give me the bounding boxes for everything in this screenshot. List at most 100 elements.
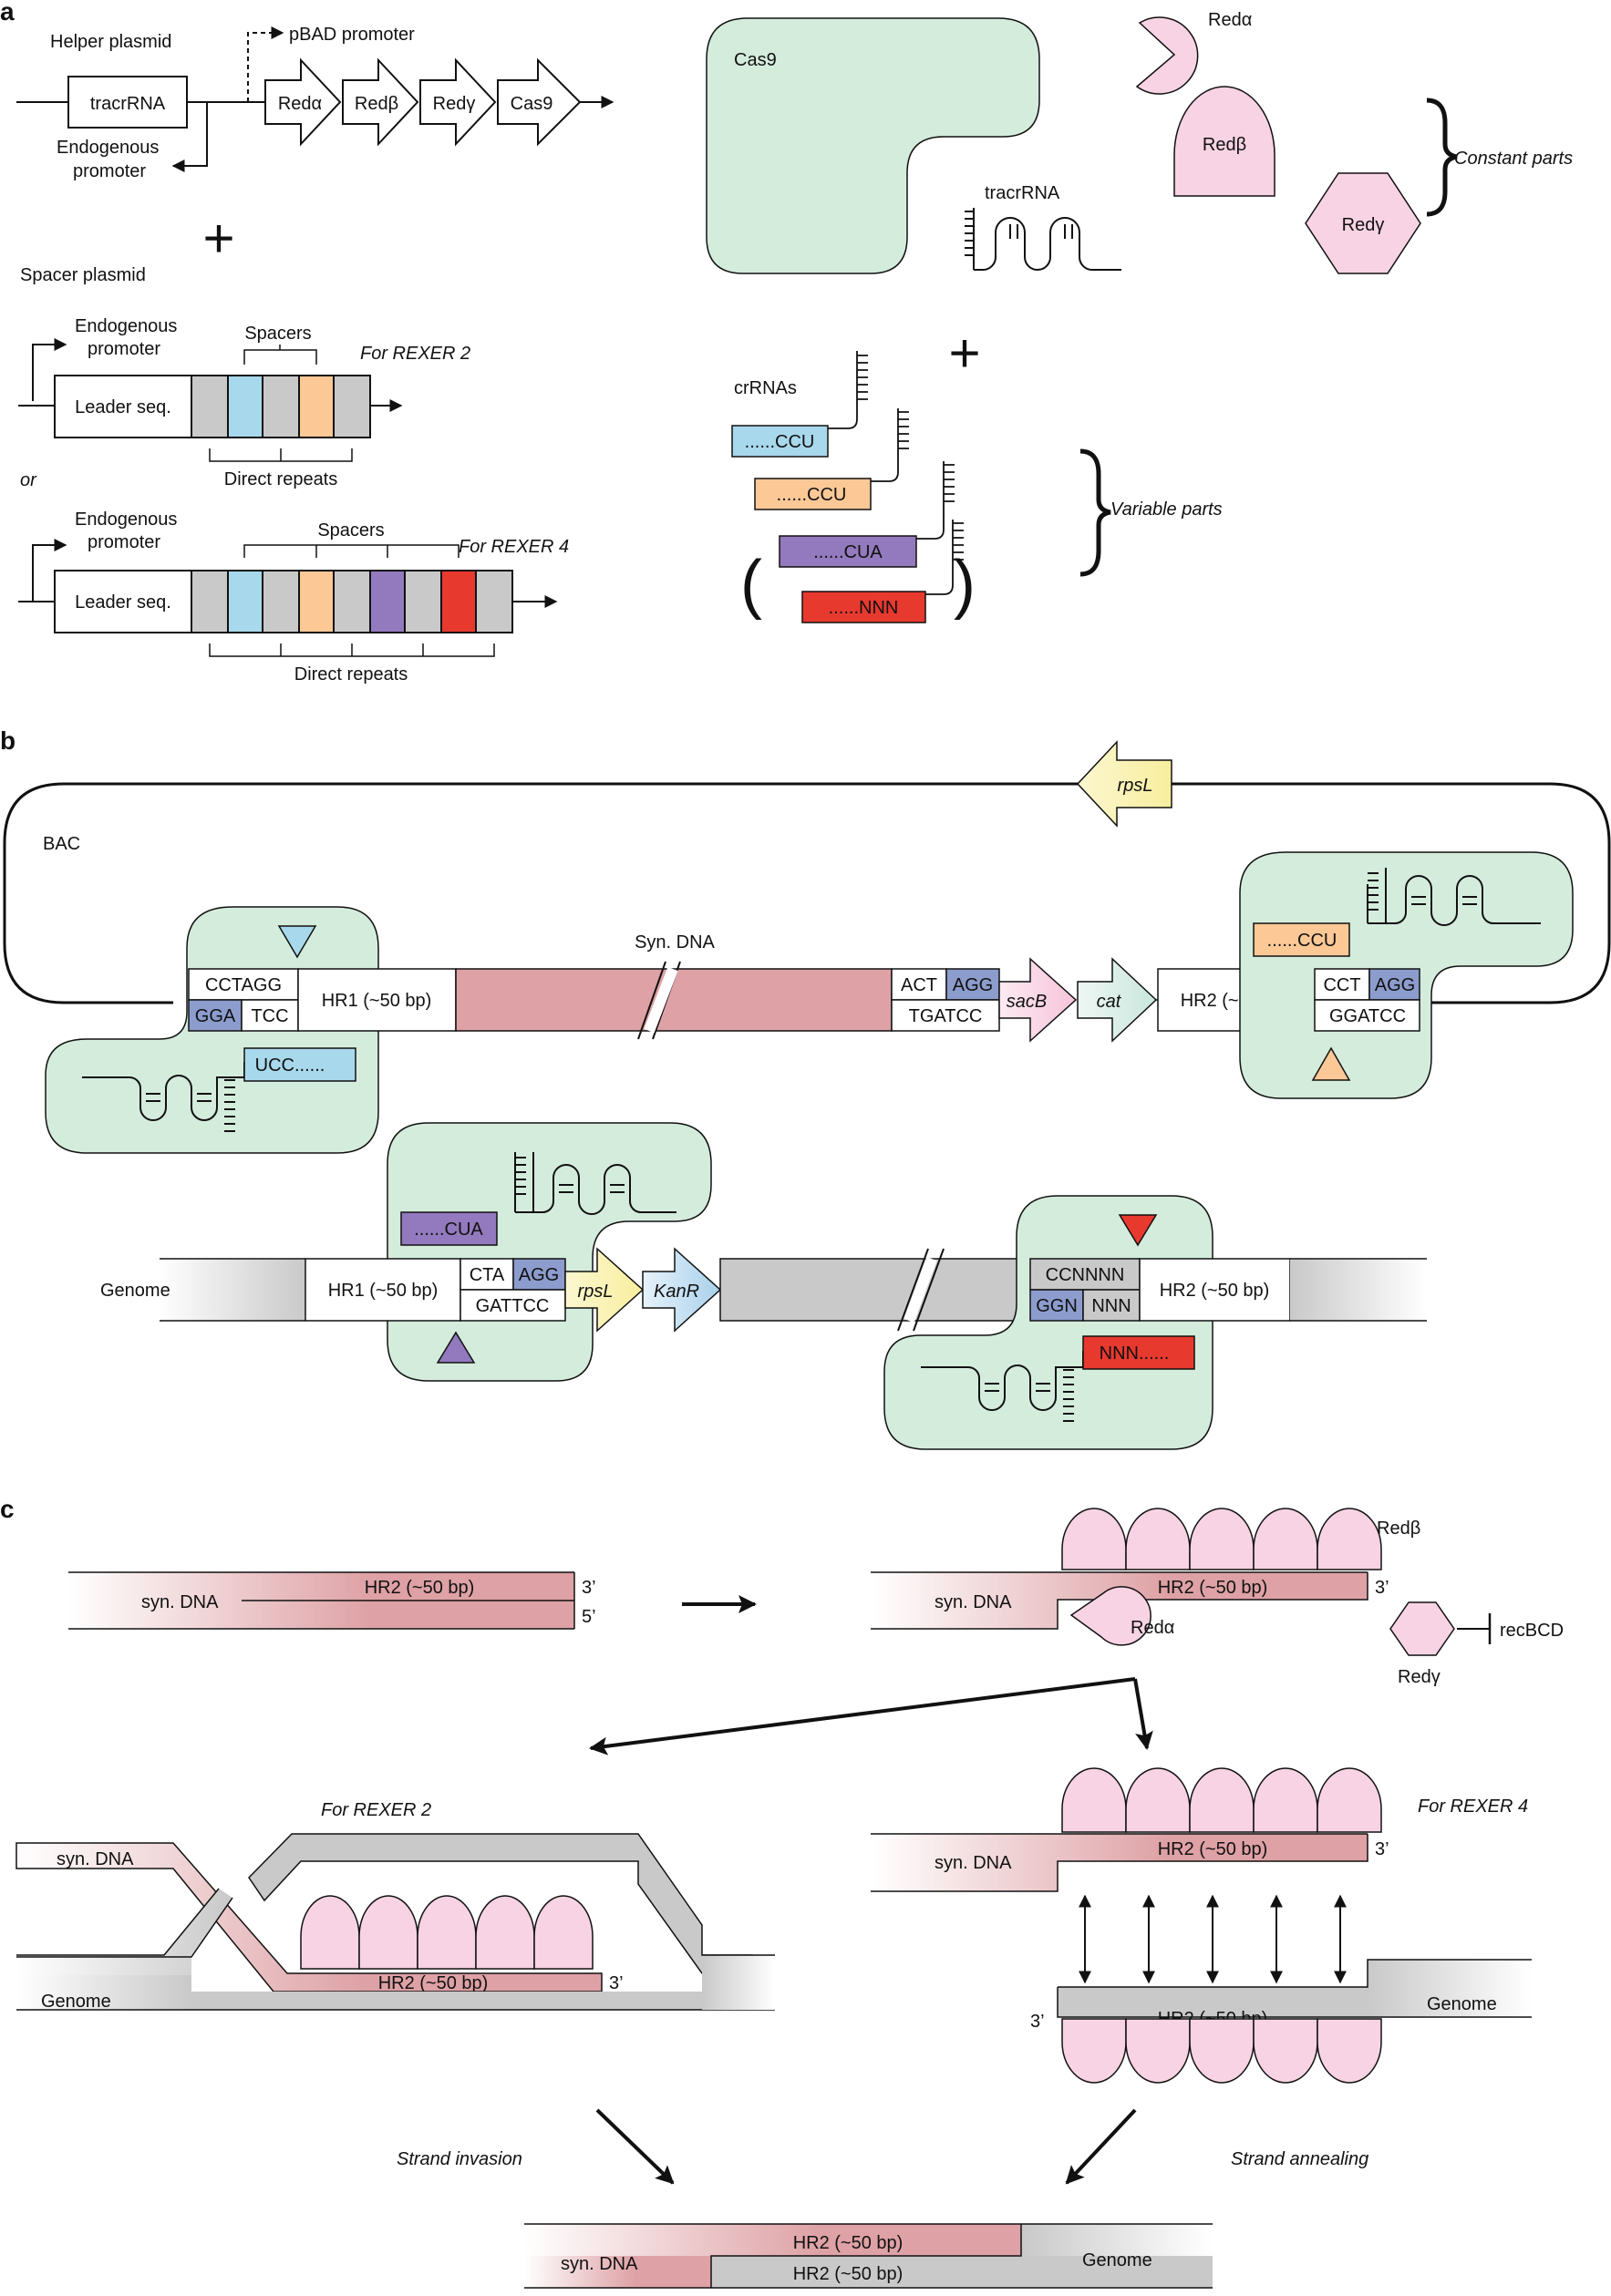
leader-seq-box-2 — [54, 570, 192, 633]
bac-backbone — [3, 782, 1611, 1004]
cas9-shape — [706, 17, 1040, 274]
resected-syn-dna — [871, 1572, 1368, 1629]
hr2-label-genome: HR2 (~50 bp) — [1160, 1281, 1270, 1301]
three-prime-c1: 3’ — [582, 1578, 596, 1598]
genome-label-b: Genome — [100, 1281, 170, 1301]
gene-red-gamma: Redγ — [433, 94, 476, 114]
sacb-arrow — [998, 957, 1078, 1043]
three-prime-c2: 3’ — [1375, 1578, 1389, 1598]
strand-annealing-label: Strand annealing — [1231, 2149, 1368, 2169]
tcc: TCC — [251, 1006, 288, 1026]
agg-bac-right: AGG — [1375, 975, 1415, 995]
red-gamma-gene-arrow — [419, 57, 497, 147]
endo-promoter-text-1: Endogenous — [57, 138, 159, 158]
red-alpha-gene-arrow — [264, 57, 342, 147]
cct: CCT — [1323, 975, 1360, 995]
hr2-c1: HR2 (~50 bp) — [365, 1578, 475, 1598]
ucc-crrna-box — [243, 1047, 356, 1082]
helper-plasmid-label: Helper plasmid — [50, 32, 171, 52]
cut-site-triangle-orange — [1311, 1046, 1351, 1081]
red-beta-row-rexer4-bottom — [1061, 2018, 1382, 2084]
cua-crrna: ......CUA — [414, 1220, 483, 1240]
spacers-label-2: Spacers — [317, 520, 384, 541]
ccnnnn: CCNNNN — [1046, 1265, 1125, 1285]
leader-seq-2: Leader seq. — [75, 592, 171, 613]
spacer-plasmid-label: Spacer plasmid — [20, 265, 146, 285]
cut-site-triangle-purple — [436, 1331, 476, 1364]
red-beta-shape — [1173, 86, 1275, 197]
nnn-crrna: NNN...... — [1100, 1344, 1170, 1364]
red-beta-label: Redβ — [1203, 135, 1246, 155]
paren-open: ( — [740, 548, 762, 621]
crrnas-label: crRNAs — [734, 378, 797, 398]
arrow-to-rexer4 — [1133, 1678, 1153, 1750]
rpsl-label-bac: rpsL — [1118, 776, 1153, 796]
tracrrna-hairpin-genome-right-icon — [921, 1351, 1084, 1422]
red-gamma-shape-c — [1389, 1601, 1455, 1656]
red-alpha-label-c: Redα — [1131, 1618, 1174, 1638]
endo-promoter-text-2: promoter — [73, 161, 146, 181]
constant-parts-label: Constant parts — [1454, 149, 1573, 169]
syn-dna-c3: syn. DNA — [57, 1849, 134, 1869]
three-prime-c3: 3’ — [609, 1973, 624, 1993]
arrow-to-rexer2 — [589, 1677, 1136, 1755]
red-gamma-label-c: Redγ — [1398, 1667, 1441, 1687]
ccu-crrna: ......CCU — [1267, 931, 1337, 951]
leader-seq-1: Leader seq. — [75, 397, 171, 417]
pbad-promoter-label: pBAD promoter — [289, 25, 415, 45]
variable-parts-brace — [1079, 448, 1111, 577]
cat-arrow — [1077, 957, 1158, 1043]
rpsl-arrow-bac — [1076, 740, 1172, 828]
spacer-array-rexer2 — [191, 375, 371, 438]
crrna-box-3 — [779, 535, 917, 568]
red-beta-row-top — [1061, 1508, 1382, 1570]
tracrrna-label: tracrRNA — [985, 183, 1060, 203]
cas9-blob-genome-right — [883, 1195, 1213, 1450]
red-beta-gene-arrow — [342, 57, 419, 147]
cta: CTA — [470, 1265, 505, 1285]
leader-seq-box-1 — [54, 375, 192, 438]
rpsl-label-genome: rpsL — [578, 1282, 614, 1302]
rpsl-arrow-genome — [564, 1247, 645, 1333]
ccu-crrna-box — [1253, 922, 1350, 957]
red-beta-label-c1: Redβ — [1377, 1519, 1420, 1539]
syn-dna-c6: syn. DNA — [561, 2254, 638, 2274]
endo-promoter-2a: Endogenous — [75, 316, 177, 336]
variable-parts-label: Variable parts — [1110, 499, 1223, 520]
cat-label: cat — [1097, 992, 1122, 1012]
five-prime-c1: 5’ — [582, 1607, 596, 1627]
tracrrna-box-label: tracrRNA — [90, 94, 166, 114]
gene-cas9: Cas9 — [511, 94, 553, 114]
hr2-c7: HR2 (~50 bp) — [793, 2264, 904, 2284]
bac-label: BAC — [43, 834, 80, 854]
crrna-1: ......CCU — [745, 432, 815, 452]
gene-red-beta: Redβ — [355, 94, 398, 114]
crrna-box-4 — [801, 591, 926, 623]
for-rexer4-label-a: For REXER 4 — [459, 537, 569, 557]
tgatcc: TGATCC — [909, 1006, 983, 1026]
cctagg: CCTAGG — [205, 975, 282, 995]
panel-c-label: c — [0, 1495, 15, 1523]
panel-a-label: a — [0, 0, 15, 26]
three-prime-c4: 3’ — [1375, 1839, 1389, 1859]
hr1-label-bac: HR1 (~50 bp) — [322, 991, 432, 1011]
red-alpha-label: Redα — [1208, 10, 1252, 30]
genome-label-c2: Genome — [1427, 1994, 1497, 2014]
hr1-box-bac — [297, 968, 457, 1032]
endo-promoter-arrow-2 — [32, 338, 67, 401]
hr2-c2: HR2 (~50 bp) — [1158, 1578, 1268, 1598]
paren-close: ) — [954, 548, 976, 621]
crrna-4: ......NNN — [829, 598, 899, 618]
hr2-c4: HR2 (~50 bp) — [1158, 1839, 1268, 1859]
for-rexer2-label-a: For REXER 2 — [360, 344, 470, 364]
tracrrna-hairpin-bac-right-icon — [1367, 868, 1541, 926]
strand-invasion-label: Strand invasion — [397, 2149, 522, 2169]
gga: GGA — [195, 1006, 236, 1026]
cut-site-triangle-blue — [277, 925, 317, 959]
hr2-c3: HR2 (~50 bp) — [378, 1973, 489, 1993]
arrow-invasion — [595, 2108, 675, 2185]
product-genome-strand — [711, 2256, 1213, 2288]
product-syn-strand — [524, 2224, 1021, 2256]
red-gamma-shape — [1305, 172, 1421, 274]
